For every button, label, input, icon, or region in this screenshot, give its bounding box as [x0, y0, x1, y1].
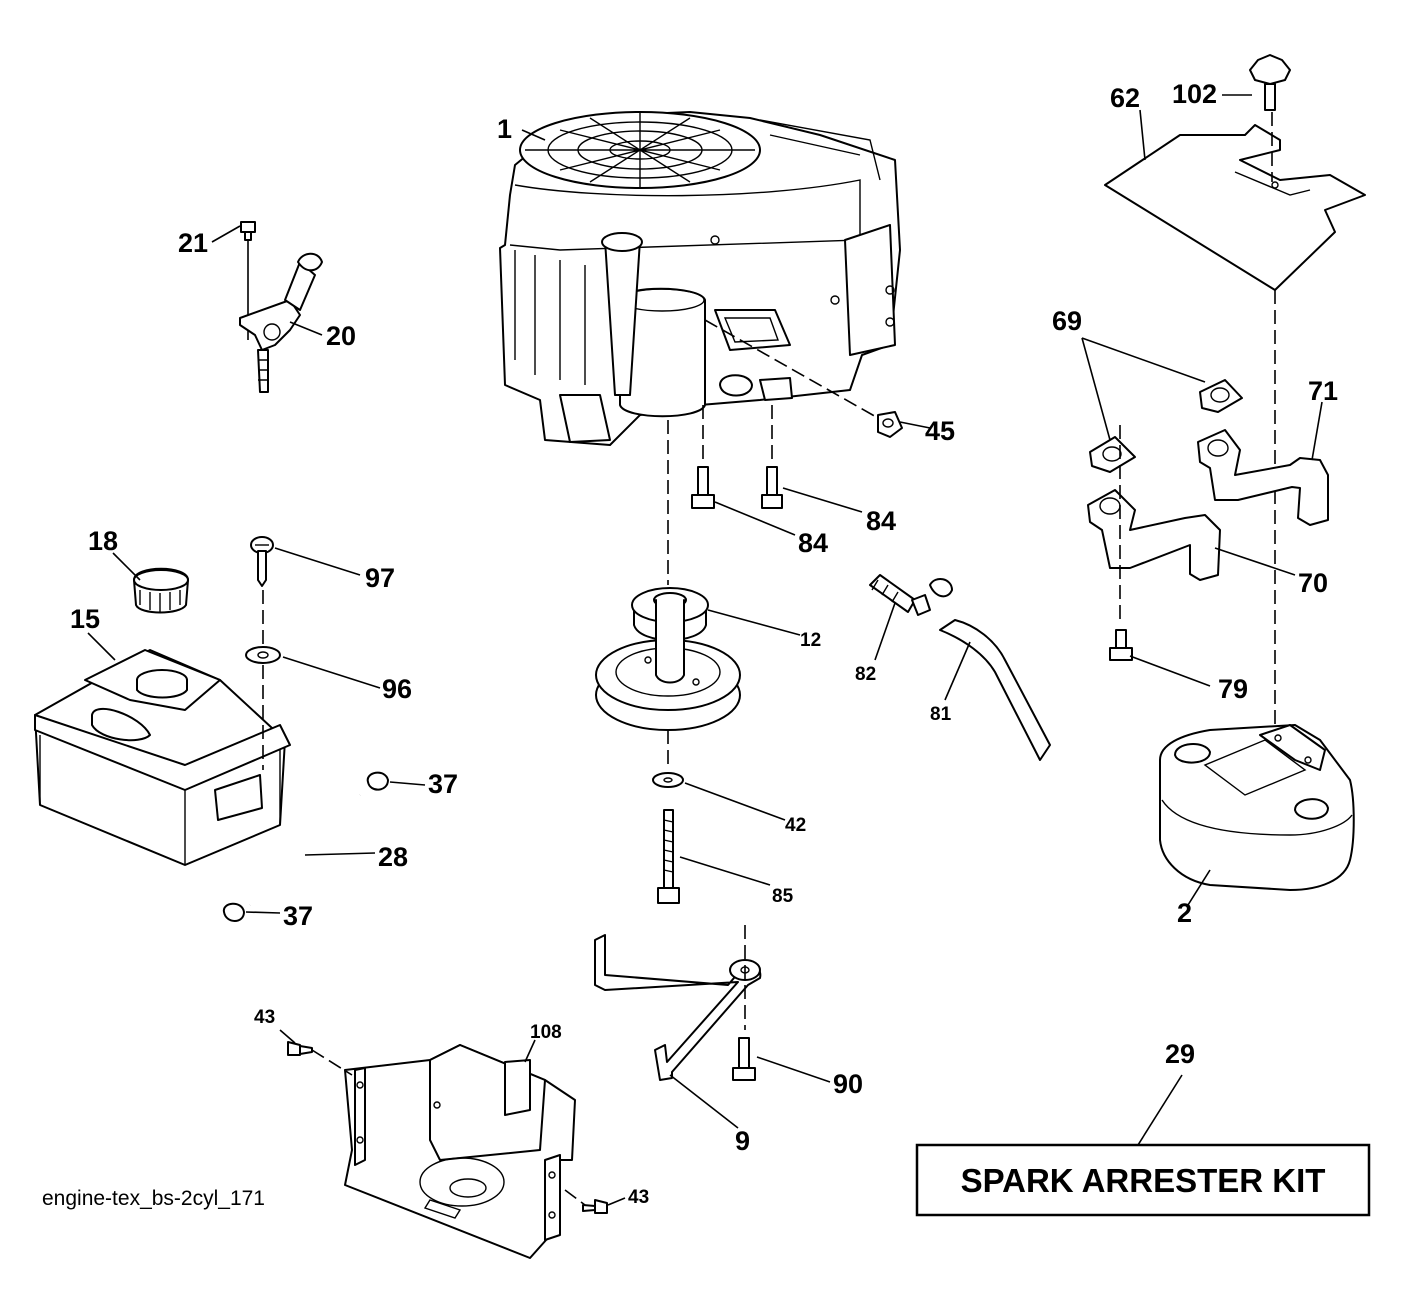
callout-42: 42 — [785, 815, 806, 836]
callout-81: 81 — [930, 704, 952, 725]
callout-97: 97 — [365, 563, 395, 593]
bolt-part-84-left — [691, 466, 715, 509]
hose-part-81 — [939, 619, 1051, 761]
fuel-cap-part-18 — [133, 567, 189, 614]
bolt-part-85 — [657, 809, 680, 904]
spark-arrester-kit-box: SPARK ARRESTER KIT — [915, 1143, 1371, 1217]
washer-part-42 — [652, 772, 684, 788]
callout-29: 29 — [1165, 1039, 1195, 1069]
fuel-tank-part-15 — [34, 649, 291, 866]
gasket-part-69-upper — [1199, 379, 1243, 413]
bolt-part-84-right — [761, 466, 783, 509]
callout-43-upper: 43 — [254, 1007, 275, 1028]
callout-84-left: 84 — [798, 528, 828, 558]
rod-part-9 — [594, 934, 762, 1081]
callout-28: 28 — [378, 842, 408, 872]
callout-79: 79 — [1218, 674, 1248, 704]
nut-part-45 — [877, 411, 903, 438]
bolt-part-79 — [1109, 629, 1133, 661]
pulley-part-12 — [595, 587, 741, 731]
callout-82: 82 — [855, 664, 876, 685]
bolt-part-90 — [732, 1037, 756, 1081]
callout-96: 96 — [382, 674, 412, 704]
washer-part-96 — [245, 646, 281, 664]
diagram-reference-code: engine-tex_bs-2cyl_171 — [42, 1187, 265, 1210]
callout-85: 85 — [772, 886, 794, 907]
callout-90: 90 — [833, 1069, 863, 1099]
bolt-part-21 — [240, 221, 256, 241]
exhaust-pipe-part-70 — [1087, 489, 1221, 581]
engine-part-1 — [499, 111, 901, 446]
callout-21: 21 — [178, 228, 208, 258]
callout-1: 1 — [497, 114, 512, 144]
screw-part-43-lower — [582, 1199, 608, 1214]
callout-20: 20 — [326, 321, 356, 351]
callout-labels: 1 21 20 18 15 97 96 37 28 37 45 84 84 12… — [70, 79, 1338, 1208]
spark-arrester-kit-label: SPARK ARRESTER KIT — [961, 1162, 1326, 1199]
throttle-part-20 — [239, 240, 323, 393]
callout-62: 62 — [1110, 83, 1140, 113]
muffler-part-2 — [1159, 724, 1355, 891]
fuel-line-part-28 — [248, 793, 361, 906]
clamp-part-37-lower — [222, 902, 245, 922]
bracket-part-108 — [344, 1044, 576, 1259]
fitting-part-82 — [869, 574, 953, 616]
callout-9: 9 — [735, 1126, 750, 1156]
callout-37-lower: 37 — [283, 901, 313, 931]
leader-lines — [87, 94, 1323, 1206]
callout-69: 69 — [1052, 306, 1082, 336]
heat-shield-part-62 — [1104, 124, 1366, 291]
callout-84-right: 84 — [866, 506, 896, 536]
callout-70: 70 — [1298, 568, 1328, 598]
callout-18: 18 — [88, 526, 118, 556]
callout-37-upper: 37 — [428, 769, 458, 799]
callout-102: 102 — [1172, 79, 1217, 109]
screw-part-97 — [250, 536, 274, 587]
callout-15: 15 — [70, 604, 100, 634]
exhaust-pipe-part-71 — [1197, 429, 1329, 526]
callout-43-lower: 43 — [628, 1187, 649, 1208]
callout-45: 45 — [925, 416, 955, 446]
callout-108: 108 — [530, 1022, 562, 1043]
clamp-part-37-upper — [366, 771, 389, 791]
screw-part-102 — [1249, 54, 1291, 111]
callout-2: 2 — [1177, 898, 1192, 928]
callout-12: 12 — [800, 630, 821, 651]
gasket-part-69-lower — [1089, 436, 1136, 473]
screw-part-43-upper — [287, 1041, 313, 1056]
callout-71: 71 — [1308, 376, 1338, 406]
